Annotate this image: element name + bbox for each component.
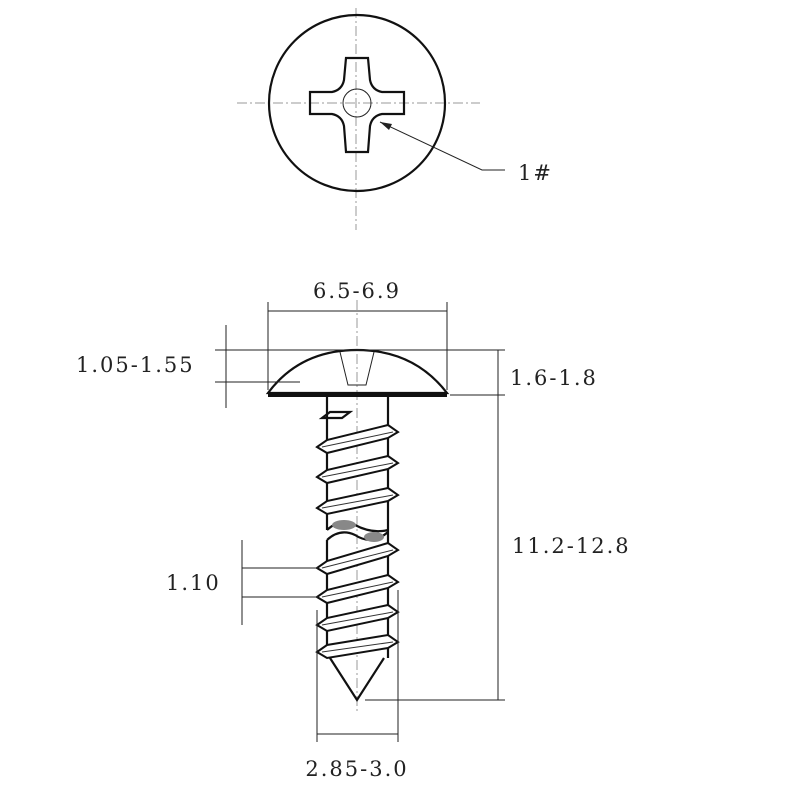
callout-leader (379, 121, 505, 171)
head-recess-section (339, 351, 375, 386)
screw-tip (329, 657, 385, 703)
thread-crest-line (321, 431, 394, 448)
dim-dome-height: 1.05-1.55 (76, 353, 195, 377)
break-hatch-left (332, 520, 356, 530)
dim-head-height: 1.6-1.8 (510, 366, 598, 390)
thread-start (318, 410, 354, 420)
thread-crest-line (321, 494, 394, 509)
thread-crest-line (321, 641, 394, 653)
dim-thread-diameter: 2.85-3.0 (305, 757, 408, 781)
top-view: 1# (237, 8, 553, 230)
threads (315, 423, 400, 660)
thread-crest-line (321, 462, 394, 478)
dim-head-diameter: 6.5-6.9 (313, 279, 401, 303)
thread-crest-line (321, 611, 394, 626)
head-outline-circle (267, 13, 447, 193)
thread-crest-line (321, 581, 394, 598)
leader-arrow-icon (380, 122, 392, 130)
recess-center (342, 88, 372, 118)
dimensions: 6.5-6.9 1.05-1.55 1.6-1.8 11.2-12.8 1.10… (76, 279, 631, 781)
thread-crest-line (321, 549, 394, 569)
callout-label: 1# (518, 161, 553, 185)
phillips-recess-icon (308, 56, 406, 154)
break-hatch-right (364, 532, 384, 542)
side-view (265, 300, 450, 712)
dim-thread-pitch: 1.10 (166, 571, 221, 595)
dim-length: 11.2-12.8 (512, 534, 631, 558)
